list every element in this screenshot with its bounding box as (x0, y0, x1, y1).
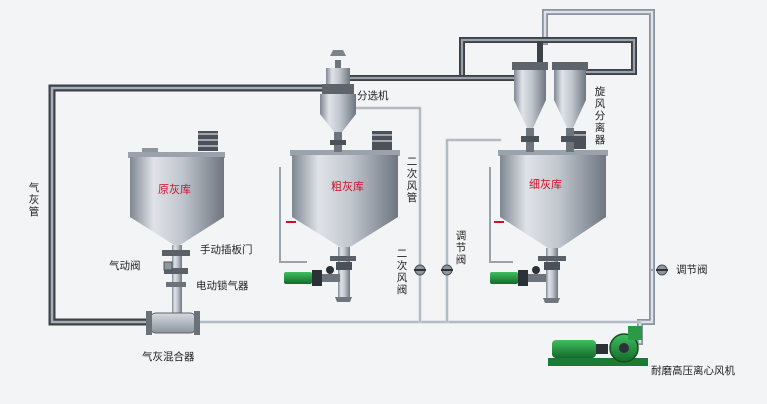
pneumatic-valve-symbol (163, 261, 173, 271)
adjust-valve-right-symbol (656, 264, 668, 276)
label-coarse-silo: 粗灰库 (331, 180, 364, 193)
label-cyclone: 旋风分离器 (594, 86, 606, 147)
label-manual-gate: 手动插板门 (200, 244, 253, 256)
cyclone-left (512, 62, 548, 152)
coarse-silo (290, 131, 400, 302)
feeder-fine (490, 266, 546, 286)
label-secondary-air-valve: 二次风阀 (396, 248, 408, 297)
label-fine-silo: 细灰库 (529, 178, 562, 191)
secondary-air-valve-symbol (414, 264, 426, 276)
label-electric-lock: 电动锁气器 (196, 280, 249, 292)
label-secondary-air-pipe: 二次风管 (406, 156, 418, 205)
cyclone-right (552, 62, 588, 152)
centrifugal-fan (548, 326, 648, 366)
label-adjust-valve-mid: 调节阀 (455, 230, 467, 267)
raw-silo (128, 131, 225, 318)
label-air-ash-pipe: 气灰管 (28, 182, 40, 219)
feeder-coarse (284, 266, 340, 286)
classifier (320, 50, 356, 152)
mixer (146, 311, 200, 335)
pipe-network (48, 9, 655, 345)
label-mixer: 气灰混合器 (142, 351, 195, 363)
label-adjust-valve-right: 调节阀 (676, 264, 708, 276)
label-classifier: 分选机 (357, 90, 389, 102)
label-pneumatic-valve: 气动阀 (109, 260, 141, 272)
label-raw-silo: 原灰库 (158, 183, 191, 196)
adjust-valve-mid-symbol (441, 264, 453, 276)
label-fan: 耐磨高压离心风机 (651, 365, 735, 377)
